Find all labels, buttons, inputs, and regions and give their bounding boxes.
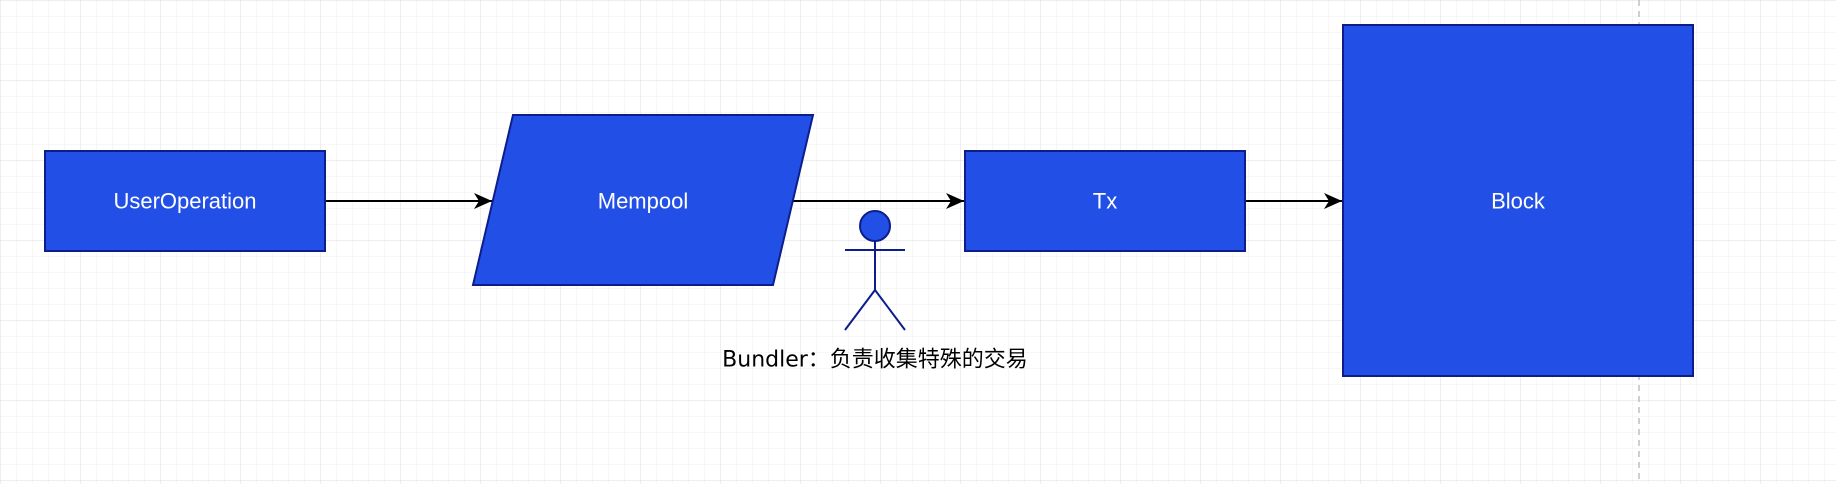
bundler-actor[interactable]: Bundler：负责收集特殊的交易: [722, 210, 1028, 373]
tx-shape: [964, 150, 1246, 252]
stick-figure-icon: [844, 210, 906, 331]
node-useroperation[interactable]: UserOperation: [44, 150, 326, 252]
mempool-label: Mempool: [598, 189, 688, 214]
mempool-shape: [471, 114, 815, 286]
node-mempool[interactable]: Mempool: [471, 114, 815, 286]
block-label: Block: [1491, 189, 1546, 214]
block-shape: [1342, 24, 1694, 377]
useroperation-label: UserOperation: [113, 189, 256, 214]
node-tx[interactable]: Tx: [964, 150, 1246, 252]
tx-label: Tx: [1093, 189, 1117, 214]
bundler-label: Bundler：负责收集特殊的交易: [722, 348, 1028, 373]
useroperation-shape: [44, 150, 326, 252]
node-block[interactable]: Block: [1342, 24, 1694, 377]
